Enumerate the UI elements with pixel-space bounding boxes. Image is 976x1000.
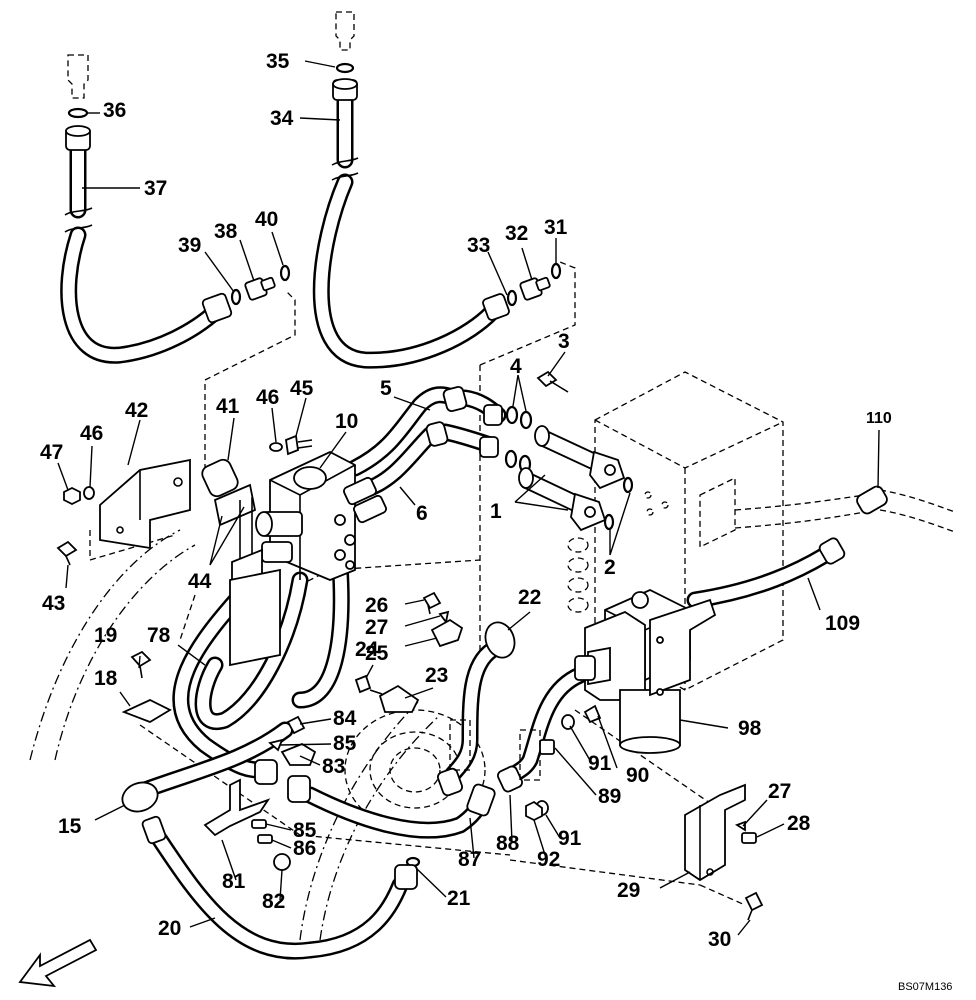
callout-35: 35	[266, 50, 290, 73]
callout-46-left: 46	[80, 422, 103, 445]
callout-46-top: 46	[256, 386, 279, 409]
fittings	[56, 11, 888, 921]
callout-83: 83	[322, 755, 345, 778]
callout-109: 109	[825, 612, 860, 635]
callout-86: 86	[293, 837, 316, 860]
callout-47: 47	[40, 441, 63, 464]
callout-91-top: 91	[588, 752, 612, 775]
callout-23: 23	[425, 664, 448, 687]
callout-27-top: 27	[365, 616, 388, 639]
callout-85-top: 85	[333, 732, 357, 755]
direction-arrow-icon	[18, 938, 98, 988]
callout-44: 44	[188, 570, 212, 593]
callout-85-bottom: 85	[293, 819, 317, 842]
callout-4: 4	[510, 355, 522, 378]
callout-29: 29	[617, 879, 640, 902]
callout-32: 32	[505, 222, 528, 245]
callout-78: 78	[147, 624, 171, 647]
dashed-outlines	[29, 261, 956, 941]
callout-24: 24	[355, 638, 379, 661]
callout-22: 22	[518, 586, 541, 609]
callout-42: 42	[125, 399, 148, 422]
callout-1: 1	[490, 500, 502, 523]
callout-27-right: 27	[768, 780, 791, 803]
callout-18: 18	[94, 667, 118, 690]
callout-41: 41	[216, 395, 240, 418]
callout-33: 33	[467, 234, 490, 257]
callout-31: 31	[544, 216, 568, 239]
callout-25: 25	[365, 642, 389, 665]
callout-39: 39	[178, 234, 201, 257]
callout-labels: 36 37 35 34 39 38 40 33 32 31 3 4 5 42 4…	[40, 50, 952, 993]
callout-37: 37	[144, 177, 167, 200]
callout-38: 38	[214, 220, 238, 243]
diagram-code: BS07M136	[898, 981, 952, 993]
callout-82: 82	[262, 890, 285, 913]
callout-110: 110	[866, 410, 892, 427]
callout-21: 21	[447, 887, 471, 910]
callout-26: 26	[365, 594, 388, 617]
callout-10: 10	[335, 410, 358, 433]
leader-lines	[57, 60, 880, 936]
callout-34: 34	[270, 107, 294, 130]
callout-2: 2	[604, 556, 616, 579]
callout-43: 43	[42, 592, 65, 615]
callout-30: 30	[708, 928, 731, 951]
callout-15: 15	[58, 815, 82, 838]
callout-88: 88	[496, 832, 520, 855]
callout-89: 89	[598, 785, 621, 808]
callout-40: 40	[255, 208, 278, 231]
callout-19: 19	[94, 624, 117, 647]
callout-45: 45	[290, 377, 314, 400]
callout-20: 20	[158, 917, 181, 940]
callout-98: 98	[738, 717, 762, 740]
callout-90: 90	[626, 764, 649, 787]
callout-36: 36	[103, 99, 126, 122]
callout-28: 28	[787, 812, 811, 835]
callout-92: 92	[537, 848, 560, 871]
hoses	[60, 86, 834, 960]
callout-91-bottom: 91	[558, 827, 582, 850]
callout-81: 81	[222, 870, 246, 893]
callout-84: 84	[333, 707, 357, 730]
callout-87: 87	[458, 848, 481, 871]
callout-3: 3	[558, 330, 570, 353]
callout-6: 6	[416, 502, 428, 525]
callout-5: 5	[380, 377, 392, 400]
